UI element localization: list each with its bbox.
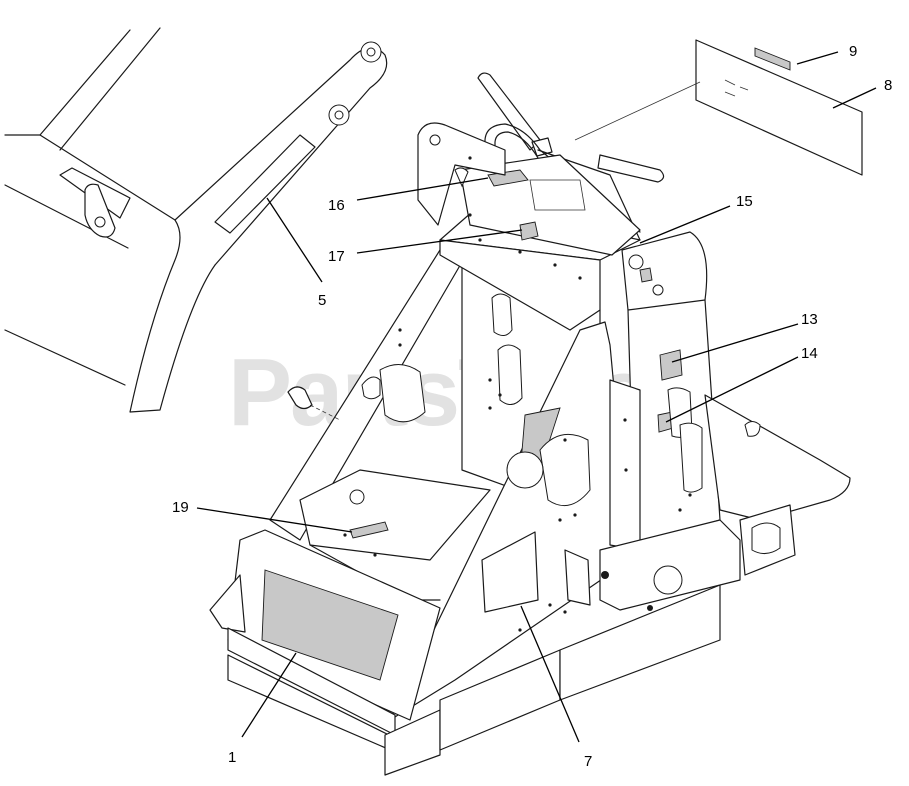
callout-13: 13 [801,311,818,328]
callout-9: 9 [849,43,857,60]
control-levers [477,72,665,241]
frame-tower [209,122,851,776]
callout-16: 16 [328,197,345,214]
callout-8: 8 [884,77,892,94]
decal-sheet [574,39,863,176]
leader-lines [196,51,877,743]
callout-1: 1 [228,749,236,766]
callout-7: 7 [584,753,592,770]
callout-19: 19 [172,499,189,516]
callout-14: 14 [801,345,818,362]
loader-arm-assembly [4,27,388,413]
callout-5: 5 [318,292,326,309]
fastener-dots [343,156,692,632]
callout-17: 17 [328,248,345,265]
callout-15: 15 [736,193,753,210]
callout-labels: 9 8 16 15 17 5 13 14 19 1 7 [172,43,892,770]
